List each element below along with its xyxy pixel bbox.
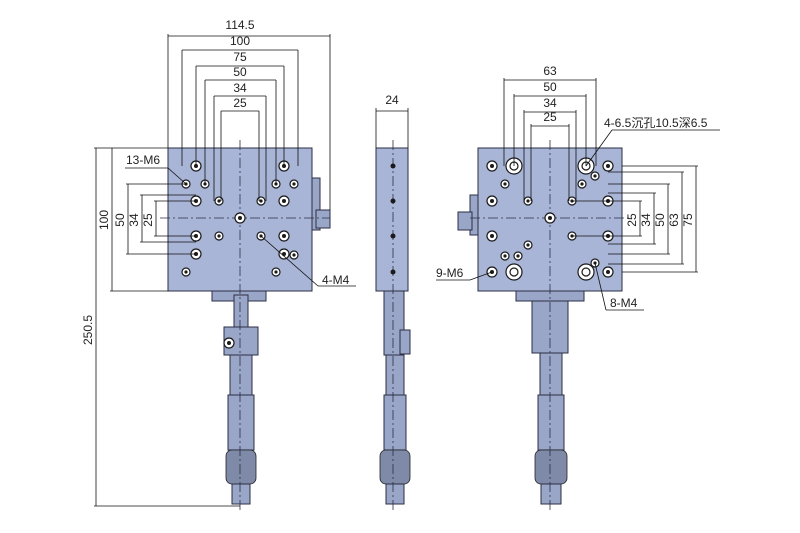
- front-side-clamp: [311, 177, 321, 231]
- side-thimble: [379, 449, 411, 485]
- back-right-dimensions: [572, 165, 698, 273]
- front-view: 114.5 100 75 50 34 25 250.5 100 50 34 25: [81, 18, 356, 512]
- back-dim-34: 34: [543, 96, 557, 110]
- front-micrometer-neck: [233, 294, 249, 328]
- back-side-knob: [457, 211, 473, 231]
- back-dim-right-25: 25: [625, 213, 639, 227]
- back-micrometer-barrel: [537, 394, 565, 451]
- back-dim-right-50: 50: [653, 213, 667, 227]
- side-micrometer-barrel: [383, 394, 407, 451]
- side-view: 24: [375, 93, 411, 512]
- back-thimble: [534, 449, 568, 485]
- front-micrometer-barrel: [227, 394, 255, 451]
- side-micrometer-sleeve: [385, 354, 405, 396]
- front-dim-114-5: 114.5: [225, 18, 254, 32]
- front-micrometer-mount: [223, 326, 259, 356]
- back-callout-9-m6: 9-M6: [436, 266, 464, 280]
- front-side-knob: [315, 209, 331, 229]
- back-dim-right-63: 63: [667, 213, 681, 227]
- side-holes: [390, 163, 396, 275]
- back-top-dimensions: [503, 78, 597, 201]
- front-dim-left-34: 34: [127, 213, 141, 227]
- front-thimble: [225, 449, 257, 485]
- front-dim-100: 100: [230, 34, 250, 48]
- side-ratchet: [385, 483, 405, 505]
- front-dim-left-100: 100: [97, 210, 111, 230]
- front-dim-75: 75: [233, 50, 247, 64]
- front-dim-left-50: 50: [113, 213, 127, 227]
- front-left-dimensions: [94, 147, 240, 507]
- back-callout-counterbore: 4-6.5沉孔10.5深6.5: [604, 116, 708, 130]
- front-dim-left-25: 25: [141, 213, 155, 227]
- front-callout-4-m4: 4-M4: [322, 273, 350, 287]
- front-callout-13-m6: 13-M6: [126, 153, 160, 167]
- front-micrometer-sleeve: [229, 354, 253, 396]
- front-top-dimensions: [167, 34, 331, 210]
- back-ratchet: [540, 483, 562, 505]
- front-dim-25: 25: [233, 96, 247, 110]
- back-view: 63 50 34 25 25 34 50 63 75: [436, 64, 720, 512]
- side-top-plate: [375, 147, 409, 292]
- back-callout-8-m4: 8-M4: [610, 296, 638, 310]
- back-dim-right-75: 75: [681, 213, 695, 227]
- back-dim-63: 63: [543, 64, 557, 78]
- front-dim-250-5: 250.5: [81, 315, 95, 345]
- back-dim-right-34: 34: [639, 213, 653, 227]
- front-ratchet: [231, 483, 251, 505]
- front-dim-34: 34: [233, 81, 247, 95]
- back-micrometer-sleeve: [539, 352, 563, 396]
- back-dim-50: 50: [543, 80, 557, 94]
- side-dim-24: 24: [385, 93, 399, 107]
- side-clamp: [399, 329, 411, 355]
- back-dim-25: 25: [543, 110, 557, 124]
- front-dim-50: 50: [233, 65, 247, 79]
